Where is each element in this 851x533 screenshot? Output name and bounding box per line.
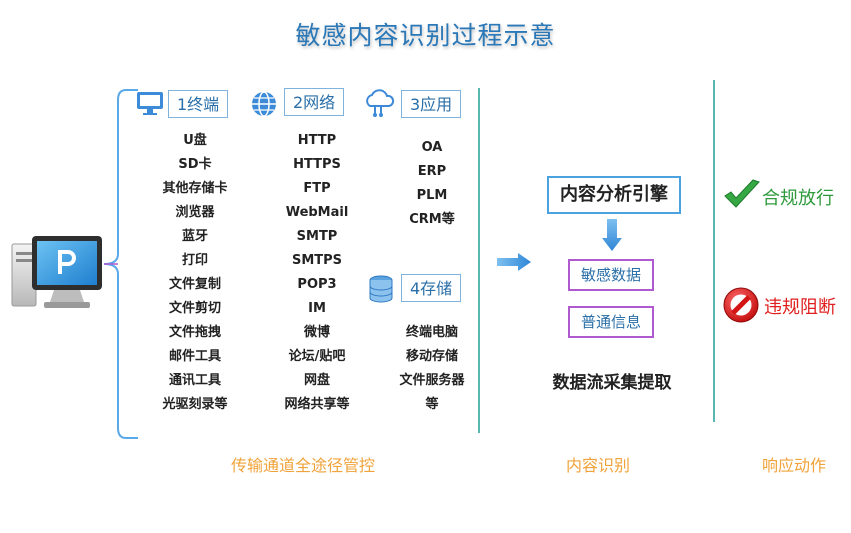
application-label: 3应用 <box>401 90 462 118</box>
network-label: 2网络 <box>284 88 345 116</box>
list-item: 微博 <box>303 325 330 340</box>
storage-label: 4存储 <box>401 274 462 302</box>
list-item: 蓝牙 <box>181 229 208 244</box>
globe-icon <box>252 91 276 117</box>
list-item: POP3 <box>297 277 337 292</box>
left-bracket <box>103 89 138 439</box>
monitor-icon <box>137 92 163 115</box>
terminal-items: U盘 SD卡 其他存储卡 浏览器 蓝牙 打印 文件复制 文件剪切 文件拖拽 邮件… <box>140 129 250 417</box>
list-item: 其他存储卡 <box>162 181 228 196</box>
cloud-icon <box>366 89 395 117</box>
footer-response: 响应动作 <box>762 456 827 475</box>
divider-line <box>478 88 480 433</box>
list-item: WebMail <box>285 205 349 220</box>
list-item: SMTPS <box>291 253 343 268</box>
list-item: 网盘 <box>303 373 330 388</box>
list-item: FTP <box>303 181 331 196</box>
list-item: CRM等 <box>409 212 455 227</box>
list-item: 浏览器 <box>175 205 215 220</box>
list-item: 论坛/贴吧 <box>288 349 346 364</box>
check-icon <box>724 179 760 208</box>
allow-label: 合规放行 <box>762 188 834 209</box>
arrow-down-icon <box>602 219 622 251</box>
sensitive-data-box: 敏感数据 <box>568 259 654 291</box>
list-item: 邮件工具 <box>168 349 221 364</box>
footer-channels: 传输通道全途径管控 <box>231 456 376 475</box>
list-item: ERP <box>417 164 447 179</box>
block-icon <box>723 287 759 323</box>
list-item: 网络共享等 <box>284 397 350 412</box>
computer-icon <box>11 236 102 308</box>
block-label: 违规阻断 <box>764 297 836 318</box>
list-item: PLM <box>416 188 448 203</box>
list-item: SD卡 <box>178 157 212 172</box>
list-item: 等 <box>425 397 439 412</box>
list-item: HTTP <box>297 133 337 148</box>
list-item: 文件拖拽 <box>168 325 221 340</box>
list-item: OA <box>421 140 443 155</box>
list-item: SMTP <box>296 229 338 244</box>
normal-info-box: 普通信息 <box>568 306 654 338</box>
network-items: HTTP HTTPS FTP WebMail SMTP SMTPS POP3 I… <box>262 129 372 417</box>
divider-line <box>713 80 715 422</box>
analysis-engine-box: 内容分析引擎 <box>547 176 681 214</box>
list-item: 文件复制 <box>168 277 221 292</box>
analysis-caption: 数据流采集提取 <box>552 373 672 393</box>
list-item: IM <box>308 301 326 316</box>
list-item: HTTPS <box>293 157 341 172</box>
list-item: 终端电脑 <box>405 325 458 340</box>
database-icon <box>369 275 393 303</box>
list-item: 打印 <box>181 253 208 268</box>
list-item: U盘 <box>183 133 207 148</box>
list-item: 文件服务器 <box>399 373 465 388</box>
list-item: 通讯工具 <box>168 373 221 388</box>
footer-recognition: 内容识别 <box>566 456 631 475</box>
list-item: 文件剪切 <box>168 301 221 316</box>
terminal-label: 1终端 <box>168 90 229 118</box>
arrow-right-icon <box>497 253 531 271</box>
application-items: OA ERP PLM CRM等 <box>382 136 482 232</box>
storage-items: 终端电脑 移动存储 文件服务器 等 <box>382 321 482 417</box>
list-item: 光驱刻录等 <box>162 397 228 412</box>
list-item: 移动存储 <box>405 349 458 364</box>
page-title: 敏感内容识别过程示意 <box>295 21 556 50</box>
